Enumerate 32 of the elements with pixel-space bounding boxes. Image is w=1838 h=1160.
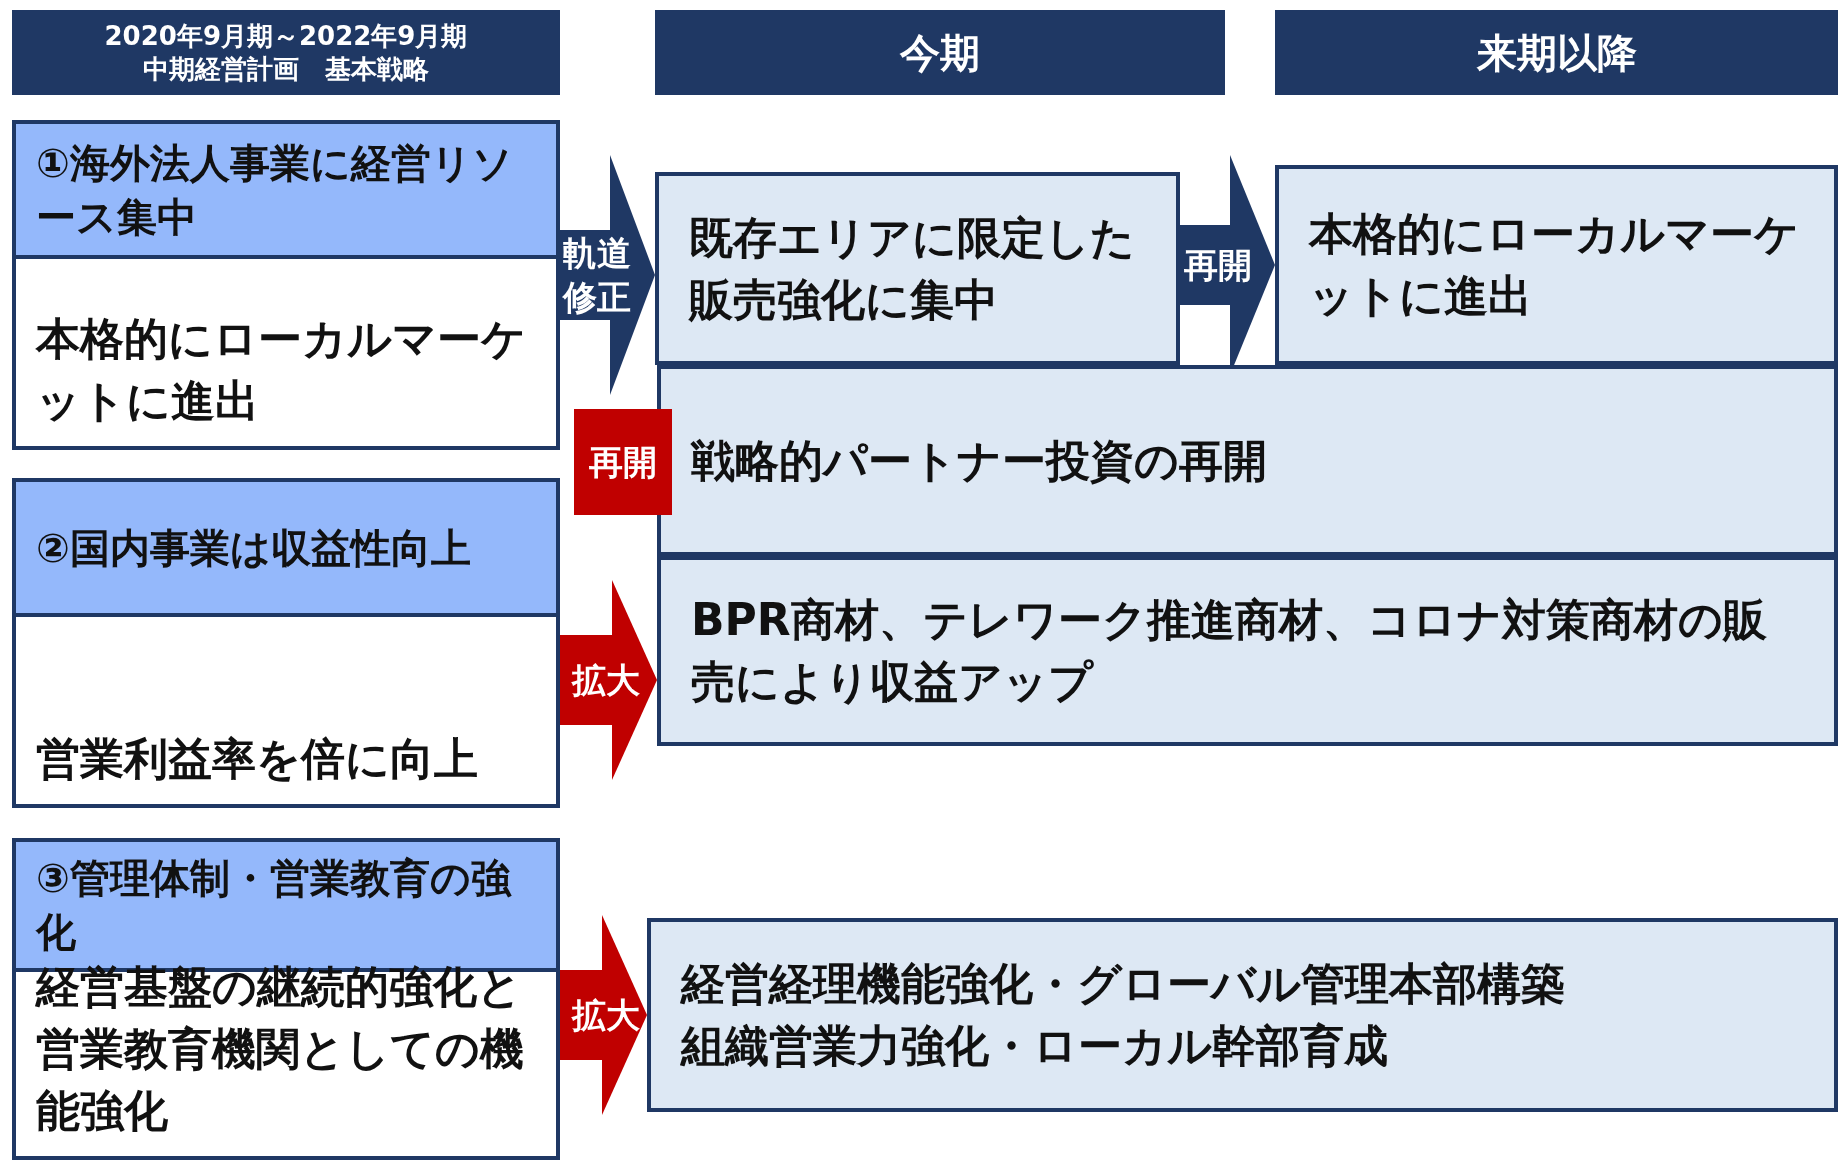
- header-text: 今期: [900, 28, 980, 78]
- measure-text: 本格的にローカルマーケットに進出: [1309, 207, 1800, 323]
- block-arrow: [560, 580, 657, 780]
- header-text: 来期以降: [1476, 28, 1637, 78]
- edge-label: 拡大: [570, 994, 641, 1037]
- edge-label: 軌道修正: [562, 232, 632, 319]
- block-arrow: [560, 915, 647, 1115]
- measure-box: [1275, 165, 1838, 365]
- strategy-text: 本格的にローカルマーケットに進出: [36, 312, 527, 428]
- measure-box: [655, 172, 1180, 365]
- strategy-card: [12, 478, 560, 808]
- status-tag: 再開: [574, 409, 672, 515]
- measure-text: 既存エリアに限定した販売強化に集中: [689, 210, 1136, 327]
- strategy-text: 営業利益率を倍に向上: [36, 732, 479, 786]
- strategy-heading: ①海外法人事業に経営リソース集中: [16, 124, 556, 259]
- column-header: [655, 10, 1225, 95]
- measure-text: 経営経理機能強化・グローバル管理本部構築: [681, 957, 1566, 1011]
- header-text: 中期経営計画 基本戦略: [143, 52, 429, 85]
- measure-box: [657, 556, 1838, 746]
- strategy-card: [12, 120, 560, 450]
- measure-text: BPR商材、テレワーク推進商材、コロナ対策商材の販売により収益アップ: [691, 593, 1768, 709]
- measure-text: 組織営業力強化・ローカル幹部育成: [681, 1019, 1389, 1073]
- header-text: 2020年9月期～2022年9月期: [104, 20, 468, 53]
- edge-label: 拡大: [570, 659, 641, 702]
- measure-box: [647, 918, 1838, 1112]
- column-header: [1275, 10, 1838, 95]
- strategy-heading: ②国内事業は収益性向上: [16, 482, 556, 617]
- edge-label: 再開: [1183, 244, 1253, 287]
- measure-text: 戦略的パートナー投資の再開: [691, 433, 1268, 488]
- block-arrow: [560, 155, 655, 395]
- strategy-card: [12, 838, 560, 1160]
- column-header: [12, 10, 560, 95]
